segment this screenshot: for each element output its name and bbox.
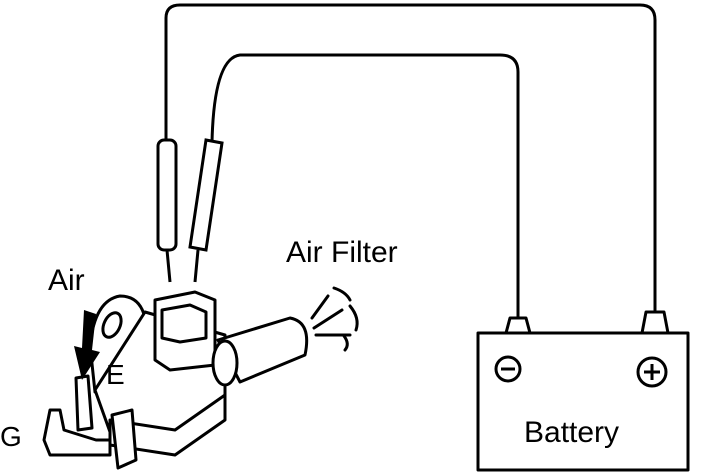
outer-wire xyxy=(164,3,657,312)
inner-wire xyxy=(210,53,520,320)
vsv-valve xyxy=(42,290,309,470)
battery-label: Battery xyxy=(524,416,619,449)
air-label: Air xyxy=(48,264,85,297)
probe-right xyxy=(188,138,224,283)
battery-body xyxy=(476,331,690,472)
g-port-pipe xyxy=(42,408,112,457)
positive-terminal xyxy=(640,310,670,335)
e-port-label: E xyxy=(106,359,125,390)
connector-opening xyxy=(160,303,208,344)
air-filter-label: Air Filter xyxy=(286,236,398,269)
battery xyxy=(476,310,690,472)
air-jets xyxy=(310,286,359,352)
negative-terminal xyxy=(504,316,532,335)
g-port-label: G xyxy=(0,421,22,452)
e-port-pipe xyxy=(74,374,94,432)
filter-body xyxy=(216,316,309,384)
air-flow-arrow xyxy=(74,310,100,380)
bracket-hole xyxy=(101,311,123,339)
wires xyxy=(164,3,657,320)
filter-cap xyxy=(211,339,239,387)
terminal-clip xyxy=(110,408,138,470)
probe-left xyxy=(156,138,178,283)
